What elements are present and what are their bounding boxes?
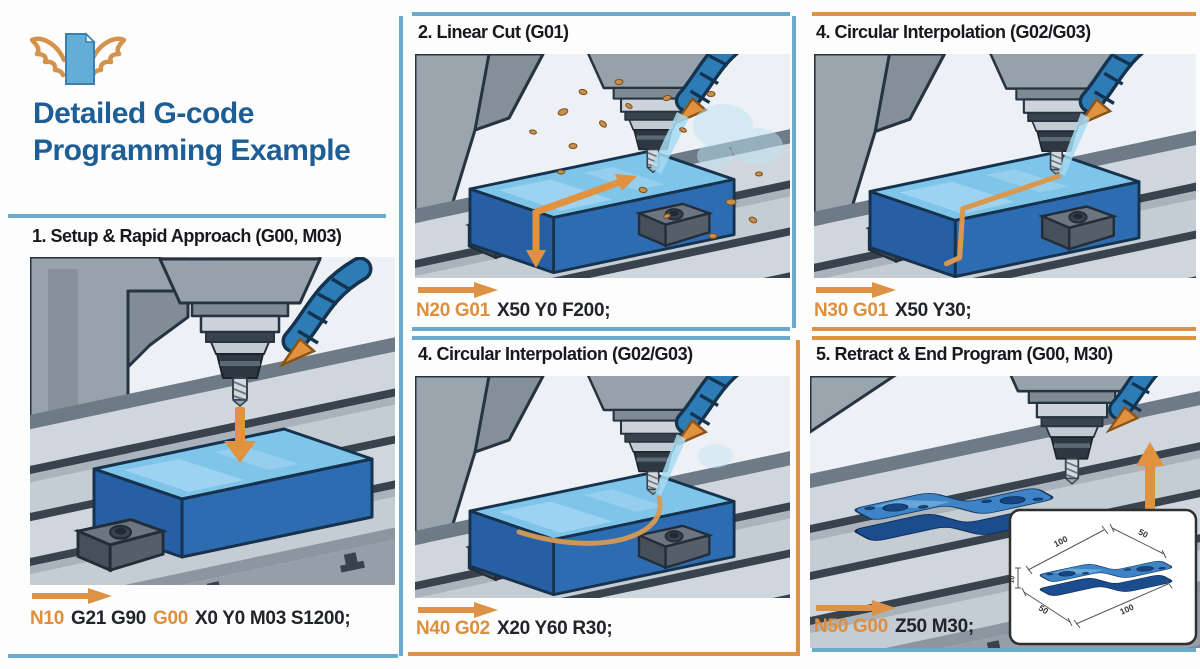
dim-label-height: 10: [1008, 575, 1016, 584]
chips: [529, 79, 763, 239]
gcode-word: N10: [30, 608, 64, 629]
machine-base: [810, 376, 897, 434]
coolant-mist: [693, 104, 783, 169]
gcode-line-5: N50 G00 Z50 M30;: [814, 616, 974, 638]
dim-label-width-top: 50: [1137, 527, 1150, 540]
panel-2-illustration: [415, 54, 790, 278]
divider-midtop-bottom: [412, 327, 790, 331]
step-header-2: 2. Linear Cut (G01): [418, 22, 569, 42]
dimension-lines: [1015, 523, 1173, 629]
gcode-line-1: N10 G21 G90 G00 X0 Y0 M03 S1200;: [30, 608, 351, 630]
divider-midtop-top: [412, 12, 790, 16]
gcode-word: G00: [152, 608, 188, 629]
divider-midbot-right: [796, 340, 800, 656]
step-header-1: 1. Setup & Rapid Approach (G00, M03): [32, 226, 342, 246]
divider-title-underline: [8, 214, 386, 218]
machine-column: [415, 54, 545, 228]
step-header-4a: 4. Circular Interpolation (G02/G03): [418, 344, 693, 364]
logo-document-icon: [65, 32, 96, 85]
gcode-line-2: N20 G01 X50 Y0 F200;: [416, 300, 611, 322]
step-header-4b: 4. Circular Interpolation (G02/G03): [816, 22, 1091, 42]
divider-rightbot-top: [812, 336, 1196, 340]
gcode-word: N30 G01: [814, 300, 888, 321]
code-arrow-1: [32, 588, 112, 604]
gcode-word: N20 G01: [416, 300, 490, 321]
code-arrow-5: [816, 600, 896, 616]
gcode-word: N40 G02: [416, 618, 490, 639]
coolant-mist: [697, 444, 733, 468]
gcode-line-4a: N40 G02 X20 Y60 R30;: [416, 618, 613, 640]
code-arrow-2: [418, 282, 498, 298]
logo-wings: [30, 36, 126, 78]
panel-1-illustration: [30, 257, 395, 585]
gcode-word: X0 Y0 M03 S1200;: [195, 608, 351, 629]
code-arrow-4a: [418, 602, 498, 618]
divider-midbot-bottom: [408, 652, 800, 656]
toolpath-arc: [516, 495, 663, 546]
divider-righttop-bottom: [812, 327, 1196, 331]
gcode-word: N50 G00: [814, 616, 888, 637]
step-header-5: 5. Retract & End Program (G00, M30): [816, 344, 1113, 364]
dimension-inset: 100 50 100 50 10: [1008, 508, 1198, 646]
gcode-word: G21 G90: [70, 608, 146, 629]
panel-4b-illustration: [814, 54, 1196, 278]
divider-righttop-top: [812, 12, 1196, 16]
divider-panel1-bottom: [8, 654, 398, 658]
rapid-down-arrow: [224, 407, 256, 463]
coolant-spray: [1058, 113, 1091, 177]
gcode-word: Z50 M30;: [894, 616, 974, 637]
divider-midbot-top: [412, 336, 790, 340]
gcode-word: X50 Y0 F200;: [496, 300, 611, 321]
toolpath-line: [943, 173, 1061, 267]
gcode-line-4b: N30 G01 X50 Y30;: [814, 300, 972, 322]
panel-4a-illustration: [415, 376, 790, 598]
feed-arrows: [526, 174, 637, 268]
coolant-spray: [655, 434, 686, 496]
divider-mid-right-top: [792, 16, 796, 328]
gcode-word: X50 Y30;: [894, 300, 972, 321]
coolant-spray: [651, 112, 689, 174]
winged-document-logo: [30, 32, 126, 85]
page-title: Detailed G-code Programming Example: [33, 97, 351, 167]
gcode-word: X20 Y60 R30;: [496, 618, 613, 639]
divider-left-mid: [399, 16, 403, 656]
code-arrow-4b: [816, 282, 896, 298]
divider-rightbot-bottom: [812, 648, 1196, 652]
machine-column: [415, 376, 545, 550]
